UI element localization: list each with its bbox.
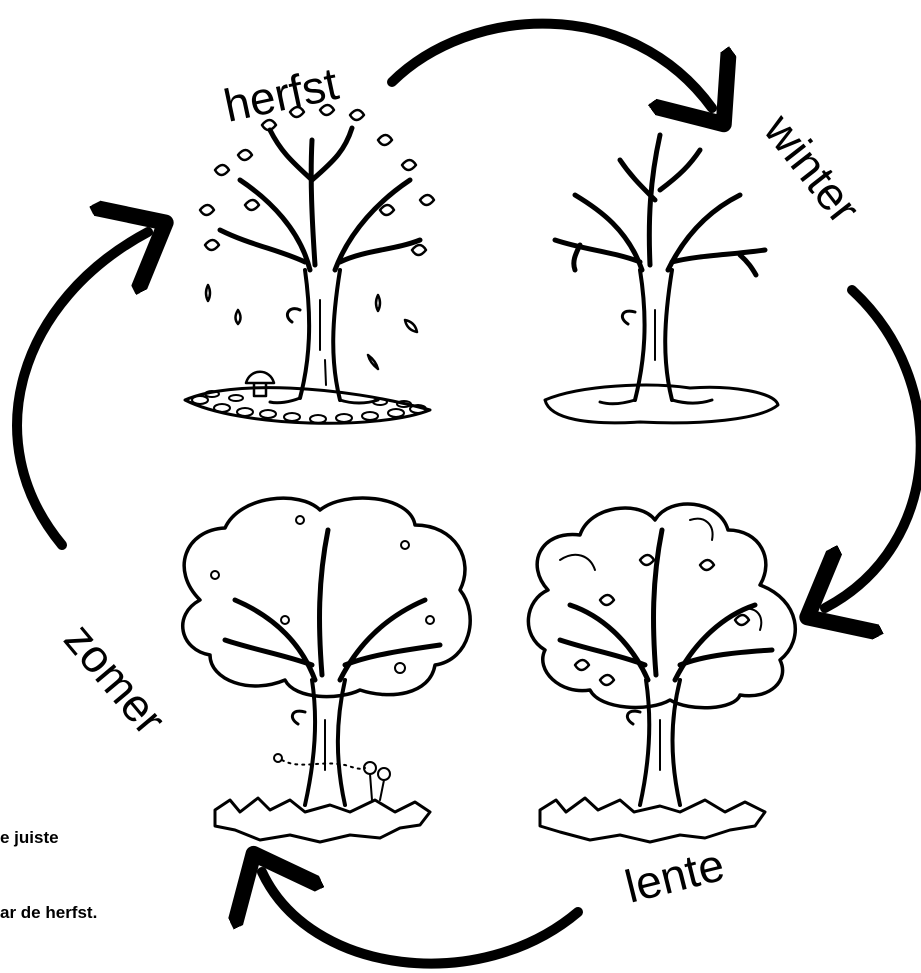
arrow-autumn-to-winter	[387, 18, 712, 108]
summer-tree-illustration	[181, 496, 472, 844]
mushroom	[244, 370, 276, 398]
arrow-spring-to-summer	[262, 872, 583, 969]
spring-tree-illustration	[526, 502, 797, 844]
spring-grass	[538, 796, 767, 844]
label-herfst: herfst	[219, 57, 343, 132]
arrow-winter-to-spring	[825, 285, 921, 608]
arrow-summer-to-autumn	[12, 232, 148, 550]
bee-path	[281, 759, 366, 770]
label-zomer: zomer	[54, 613, 176, 744]
instruction-line-1: e juiste	[0, 828, 59, 847]
spring-crown	[526, 502, 797, 710]
label-winter: winter	[754, 103, 871, 233]
label-lente: lente	[620, 838, 729, 913]
summer-grass	[213, 796, 432, 844]
summer-crown	[181, 496, 472, 699]
leaf-pile	[183, 386, 432, 425]
snow-patch	[543, 383, 780, 425]
autumn-tree-illustration	[183, 103, 436, 425]
cycle-arrows	[12, 18, 921, 969]
flowers	[363, 761, 391, 801]
instruction-line-2: ar de herfst.	[0, 903, 98, 922]
winter-tree-illustration	[543, 132, 780, 425]
